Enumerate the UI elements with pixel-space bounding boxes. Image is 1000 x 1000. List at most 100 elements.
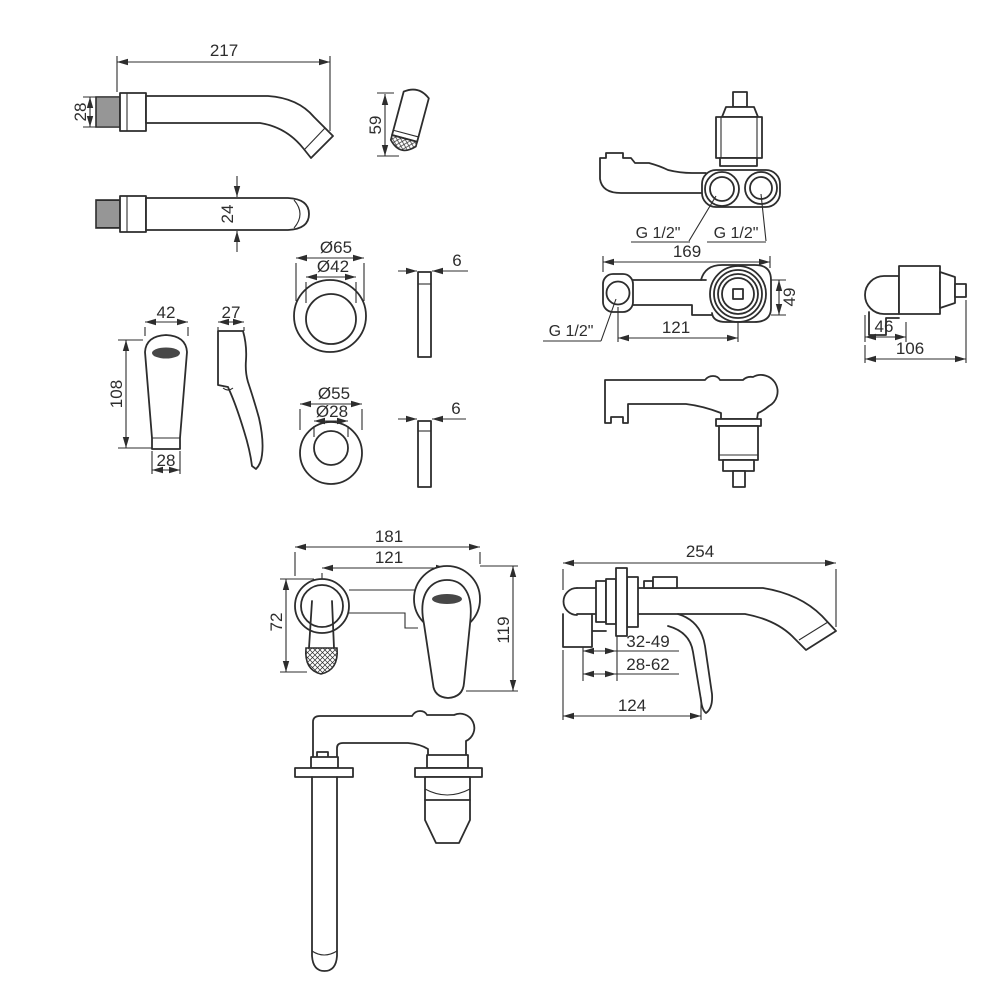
rough-in-cartridge-neck xyxy=(426,754,469,769)
view-escutcheon-large: Ø65 Ø42 xyxy=(293,238,367,353)
view-spout-top: 24 xyxy=(95,176,310,252)
dim-handle-drop: 119 xyxy=(494,616,513,643)
body-top-flange xyxy=(715,418,762,427)
dim-escutcheon-large-thickness: 6 xyxy=(452,251,461,270)
rough-in-inner-outline xyxy=(336,742,429,758)
spout-top-outline xyxy=(145,197,310,231)
dim-wall-depth-b: 28-62 xyxy=(626,655,669,674)
assembly-wall-bar xyxy=(348,589,418,629)
body-top-step xyxy=(722,459,755,472)
assembly-handle xyxy=(421,579,472,699)
body-front-bar xyxy=(632,279,713,316)
assembly-spout-stub xyxy=(308,600,335,649)
ext-lines-169 xyxy=(602,256,771,272)
section-body xyxy=(391,88,430,143)
port-square xyxy=(732,288,744,300)
ext-lines-108 xyxy=(118,339,152,449)
port-ring-2 xyxy=(713,269,763,319)
dim-body-length: 169 xyxy=(673,242,701,261)
side-front-plate xyxy=(615,567,628,637)
dim-handle-depth: 27 xyxy=(222,303,241,322)
handle-front-outline xyxy=(144,334,188,450)
body-front-left-port xyxy=(605,280,631,306)
side-hub xyxy=(626,576,639,628)
side-handle-cap xyxy=(652,576,678,589)
rough-in-left-flange xyxy=(294,767,354,778)
leader-inlet-left xyxy=(631,195,717,243)
label-body-inlet: G 1/2" xyxy=(549,323,594,340)
section-aerator-mesh xyxy=(389,134,419,152)
dim-escutcheon-small-outer: Ø55 xyxy=(318,384,350,403)
escutcheon-large-inner-circle xyxy=(305,293,357,345)
spout-top-thread-hatch xyxy=(95,199,121,229)
body-top-stem xyxy=(732,470,746,488)
valve-collar xyxy=(719,157,758,167)
rough-in-nut xyxy=(424,799,471,844)
view-assembly-side: 254 32-49 28-62 124 xyxy=(562,542,837,720)
body-front-left-boss xyxy=(602,273,634,313)
side-handle-base xyxy=(643,580,654,589)
ext-lines-d28 xyxy=(313,426,349,437)
body-side-stem xyxy=(954,283,967,298)
dim-handle-top-width: 42 xyxy=(157,303,176,322)
view-rough-in-body xyxy=(294,710,483,972)
body-side-housing xyxy=(898,265,941,315)
spout-thread-hatch xyxy=(95,96,121,128)
spout-section-part xyxy=(389,88,430,152)
view-assembly-front: 181 121 72 119 xyxy=(267,527,518,699)
side-handle-lever xyxy=(667,613,714,714)
rough-in-left-block xyxy=(310,756,339,769)
escutcheon-small-edge-plate xyxy=(417,420,432,488)
dim-section-height: 59 xyxy=(366,116,385,135)
assembly-spout-escutcheon-ring xyxy=(300,584,344,628)
dim-assembly-reach: 254 xyxy=(686,542,714,561)
dim-spout-drop: 72 xyxy=(267,613,286,632)
dim-escutcheon-large-inner: Ø42 xyxy=(317,257,349,276)
valve-stem xyxy=(732,91,748,108)
dim-body-port-spacing: 121 xyxy=(662,318,690,337)
spout-tip-rim xyxy=(303,127,326,151)
escutcheon-small-inner-circle xyxy=(313,430,349,466)
ext-lines-181 xyxy=(294,552,481,576)
ext-lines-42 xyxy=(144,327,189,336)
dim-assembly-centres: 121 xyxy=(375,548,403,567)
ext-lines-254 xyxy=(562,569,837,627)
dim-wall-depth-a: 32-49 xyxy=(626,632,669,651)
view-handle-front: 42 108 28 xyxy=(107,303,189,474)
dim-escutcheon-small-inner: Ø28 xyxy=(316,402,348,421)
dim-below-axis: 124 xyxy=(618,696,646,715)
section-line xyxy=(393,129,419,138)
view-escutcheon-large-edge: 6 xyxy=(398,251,468,358)
dim-spout-connector: 28 xyxy=(71,103,90,122)
view-escutcheon-small: Ø55 Ø28 xyxy=(299,384,363,485)
spout-top-end-arc xyxy=(293,199,301,229)
ext-lines-d55 xyxy=(299,409,363,430)
side-spout-cap xyxy=(562,587,578,616)
escutcheon-large-edge-plate xyxy=(417,271,432,358)
body-top-outline xyxy=(604,374,779,424)
view-body-rear: G 1/2" G 1/2" xyxy=(599,91,781,243)
rough-in-right-flange xyxy=(414,767,483,778)
dim-handle-bottom-width: 28 xyxy=(157,451,176,470)
view-spout-side: 217 28 xyxy=(71,41,334,159)
body-side-cap xyxy=(864,275,900,315)
leader-body-inlet xyxy=(543,298,617,342)
view-body-side: 46 106 xyxy=(864,265,967,363)
dim-spout-length: 217 xyxy=(210,41,238,60)
rough-in-pipe-arc xyxy=(311,950,338,956)
leader-inlet-right xyxy=(707,193,767,243)
rough-in-cartridge-body xyxy=(424,776,471,801)
valve-cartridge xyxy=(715,116,763,159)
port-ring-4 xyxy=(721,277,755,311)
assembly-aerator-mesh xyxy=(304,647,338,675)
view-handle-side: 27 xyxy=(217,303,264,470)
view-escutcheon-small-edge: 6 xyxy=(398,399,466,488)
label-inlet-right: G 1/2" xyxy=(714,225,759,242)
handle-side-detail xyxy=(222,387,234,391)
rough-in-supply-pipe xyxy=(311,776,338,972)
view-spout-section: 59 xyxy=(366,88,430,157)
ext-lines-d65 xyxy=(295,263,365,301)
dim-handle-height: 108 xyxy=(107,380,126,408)
